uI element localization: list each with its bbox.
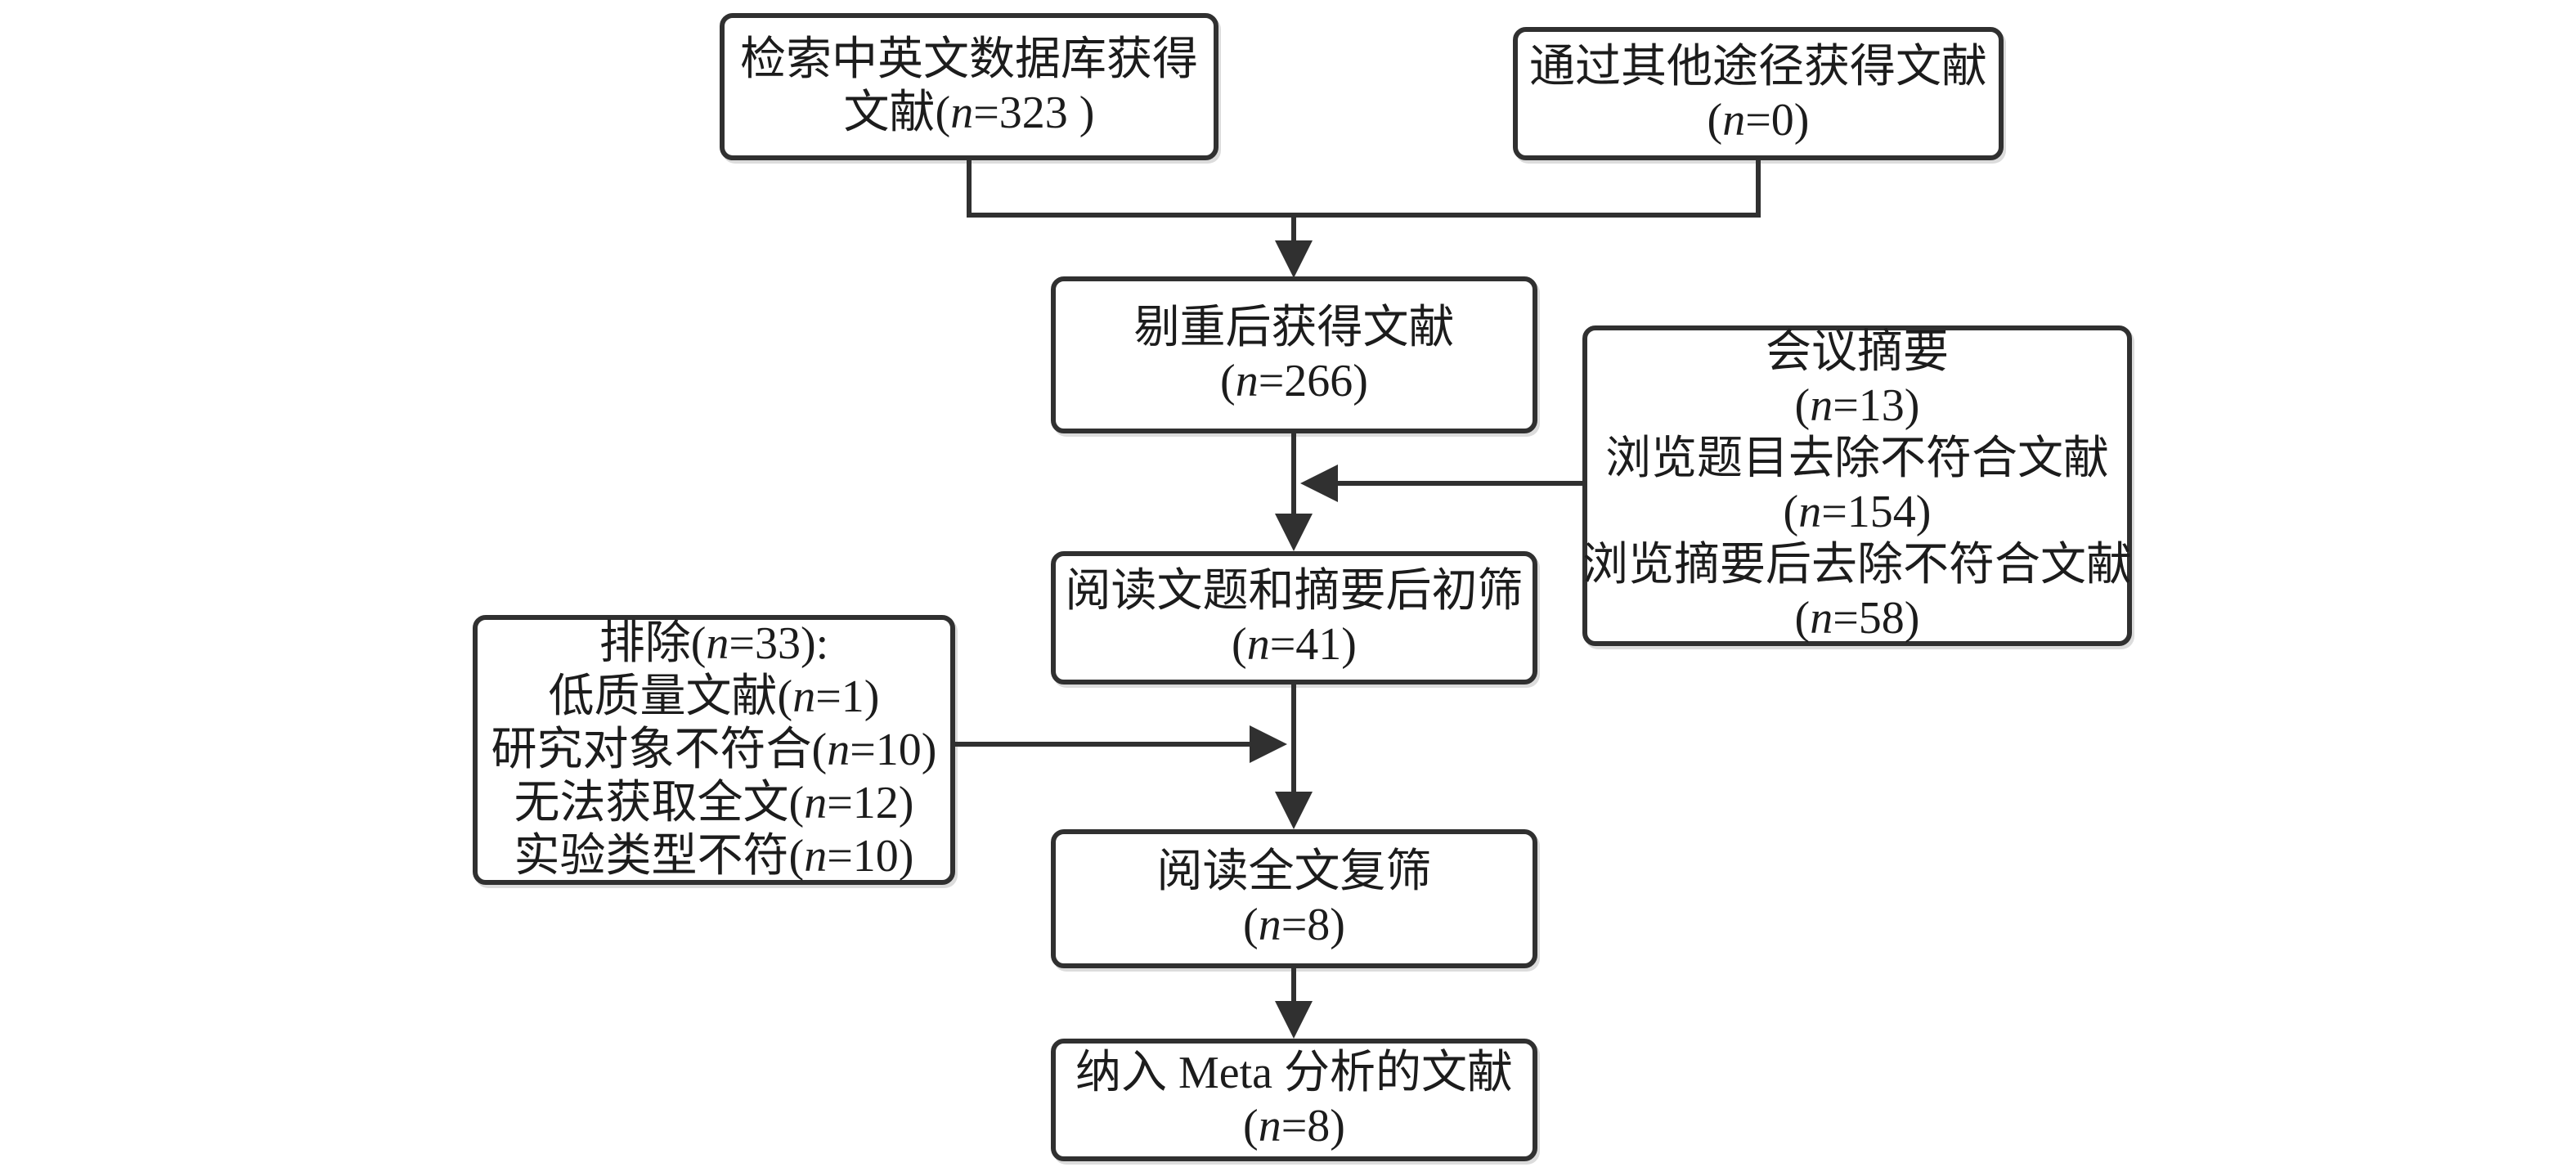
box-line: 阅读文题和摘要后初筛 [1065, 565, 1524, 617]
connector-search-down-line [967, 160, 972, 218]
arrowhead-from-exclusion-box-icon [1300, 465, 1338, 502]
arrowhead-into-dedup-icon [1275, 240, 1313, 278]
box-title-abstract-exclusions: 会议摘要 (n=13) 浏览题目去除不符合文献 (n=154) 浏览摘要后去除不… [1582, 325, 2132, 646]
arrowhead-into-screen1-icon [1275, 514, 1313, 551]
box-line: 浏览摘要后去除不符合文献 [1582, 540, 2132, 590]
box-line: 通过其他途径获得文献 [1529, 41, 1987, 92]
box-line: 实验类型不符(n=10) [514, 830, 914, 882]
box-line: 研究对象不符合(n=10) [491, 724, 937, 775]
box-line: 文献(n=323 ) [843, 88, 1095, 138]
box-line: 浏览题目去除不符合文献 [1605, 433, 2109, 484]
connector-into-dedup-line [1291, 218, 1296, 245]
connector-screen2-to-final-line [1291, 968, 1296, 1004]
connector-screen1-to-screen2-line [1291, 684, 1296, 793]
box-other-sources: 通过其他途径获得文献 (n=0) [1513, 27, 2004, 160]
box-included-in-meta-analysis: 纳入 Meta 分析的文献 (n=8) [1051, 1039, 1537, 1161]
box-line: (n=58) [1794, 593, 1920, 644]
box-line: 剔重后获得文献 [1133, 303, 1455, 353]
box-line: 低质量文献(n=1) [548, 671, 880, 722]
connector-merge-line [967, 213, 1761, 218]
connector-dedup-to-screen1-line [1291, 433, 1296, 517]
arrowhead-from-exclude-box-icon [1250, 725, 1287, 763]
box-database-search: 检索中英文数据库获得 文献(n=323 ) [720, 13, 1218, 160]
box-line: 阅读全文复筛 [1156, 846, 1432, 897]
box-line: 纳入 Meta 分析的文献 [1075, 1048, 1514, 1098]
box-initial-screening: 阅读文题和摘要后初筛 (n=41) [1051, 551, 1537, 684]
box-line: 排除(n=33): [599, 617, 829, 669]
box-after-deduplication: 剔重后获得文献 (n=266) [1051, 276, 1537, 433]
box-line: (n=154) [1783, 487, 1932, 537]
box-line: (n=8) [1243, 900, 1345, 950]
box-fulltext-exclusions: 排除(n=33): 低质量文献(n=1) 研究对象不符合(n=10) 无法获取全… [473, 615, 955, 885]
connector-other-down-line [1756, 160, 1761, 218]
arrowhead-into-final-icon [1275, 1001, 1313, 1039]
arrowhead-into-screen2-icon [1275, 792, 1313, 829]
box-line: (n=13) [1794, 380, 1920, 431]
box-line: 会议摘要 [1766, 327, 1949, 378]
box-line: (n=0) [1707, 94, 1810, 146]
box-line: (n=8) [1243, 1101, 1345, 1151]
box-line: (n=266) [1220, 356, 1368, 406]
box-line: 检索中英文数据库获得 [740, 34, 1198, 85]
box-line: (n=41) [1232, 618, 1357, 670]
box-line: 无法获取全文(n=12) [514, 777, 914, 828]
box-fulltext-screening: 阅读全文复筛 (n=8) [1051, 829, 1537, 968]
connector-exclusions-right-line [955, 742, 1250, 747]
connector-exclusions-left-line [1335, 481, 1582, 486]
